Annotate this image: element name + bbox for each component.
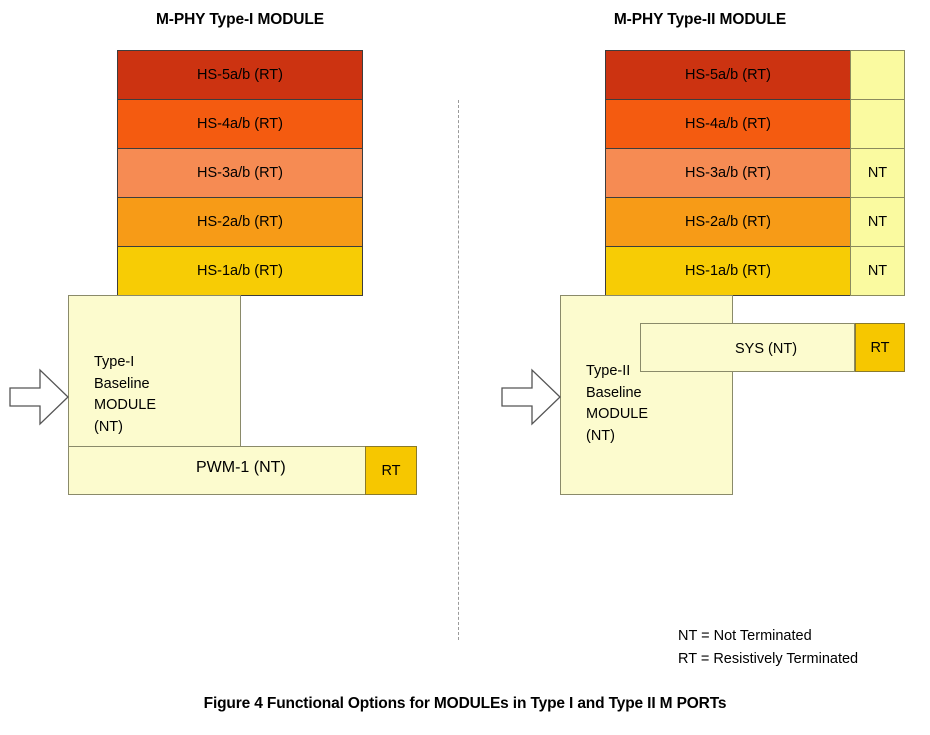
type1-lane-hs5: HS-5a/b (RT) [117,50,363,100]
type2-lane-hs1-side: NT [850,246,905,296]
type2-module-label-line-1: Type-II [586,363,631,379]
type1-lane-hs1-label: HS-1a/b (RT) [197,263,283,279]
figure-caption: Figure 4 Functional Options for MODULEs … [203,695,727,712]
type1-seam-mask [69,447,240,494]
type2-lane-hs4-side [850,99,905,149]
type1-arm-terminator: RT [365,446,417,495]
type2-input-arrow [500,366,562,428]
type1-lane-hs2: HS-2a/b (RT) [117,197,363,247]
type2-seam-mask [641,324,733,371]
type1-module-label-line-4: (NT) [94,418,123,435]
type1-lane-hs4: HS-4a/b (RT) [117,99,363,149]
type2-arm-terminator-label: RT [870,339,890,356]
type1-lane-hs5-label: HS-5a/b (RT) [197,67,283,83]
legend-rt: RT = Resistively Terminated [678,651,859,667]
type2-arm-terminator: RT [855,323,905,372]
type2-lane-hs4-label: HS-4a/b (RT) [685,116,771,132]
type2-lane-hs5-side [850,50,905,100]
type2-lane-hs2: HS-2a/b (RT) [605,197,851,247]
type1-arm-terminator-label: RT [381,462,401,479]
type2-title: M-PHY Type-II MODULE [613,11,787,28]
type1-lane-hs3: HS-3a/b (RT) [117,148,363,198]
type1-module-label: Type-I Baseline MODULE (NT) [94,352,156,438]
type2-lane-hs3-side: NT [850,148,905,198]
type1-lane-hs4-label: HS-4a/b (RT) [197,116,283,132]
type2-lane-hs5-label: HS-5a/b (RT) [685,67,771,83]
type2-lane-hs4: HS-4a/b (RT) [605,99,851,149]
type2-module-label-line-2: Baseline [586,384,642,401]
type1-arm-label: PWM-1 (NT) [196,459,286,476]
type1-module-label-line-1: Type-I [94,354,135,370]
type2-lane-hs1: HS-1a/b (RT) [605,246,851,296]
panel-divider [458,100,459,640]
type2-lane-hs2-side: NT [850,197,905,247]
type2-lane-hs2-label: HS-2a/b (RT) [685,214,771,230]
type2-lane-hs3-label: HS-3a/b (RT) [685,165,771,181]
type2-module-label-line-3: MODULE [586,406,649,422]
type2-lane-hs3-side-label: NT [867,165,888,181]
type2-lane-hs1-side-label: NT [867,263,888,279]
type1-lane-hs3-label: HS-3a/b (RT) [197,165,283,181]
type1-lane-hs1: HS-1a/b (RT) [117,246,363,296]
legend-nt: NT = Not Terminated [678,628,812,644]
type2-lane-hs3: HS-3a/b (RT) [605,148,851,198]
type2-lane-hs2-side-label: NT [867,214,888,230]
type1-title: M-PHY Type-I MODULE [155,11,325,28]
type2-module-label: Type-II Baseline MODULE (NT) [586,361,648,447]
type2-arm-label: SYS (NT) [735,341,798,357]
type1-module-label-line-3: MODULE [94,397,157,413]
type2-lane-hs1-label: HS-1a/b (RT) [685,263,771,279]
type1-lane-hs2-label: HS-2a/b (RT) [197,214,283,230]
type2-module-label-line-4: (NT) [586,427,615,444]
type1-input-arrow [8,366,70,428]
type1-module-label-line-2: Baseline [94,375,150,392]
type2-lane-hs5: HS-5a/b (RT) [605,50,851,100]
